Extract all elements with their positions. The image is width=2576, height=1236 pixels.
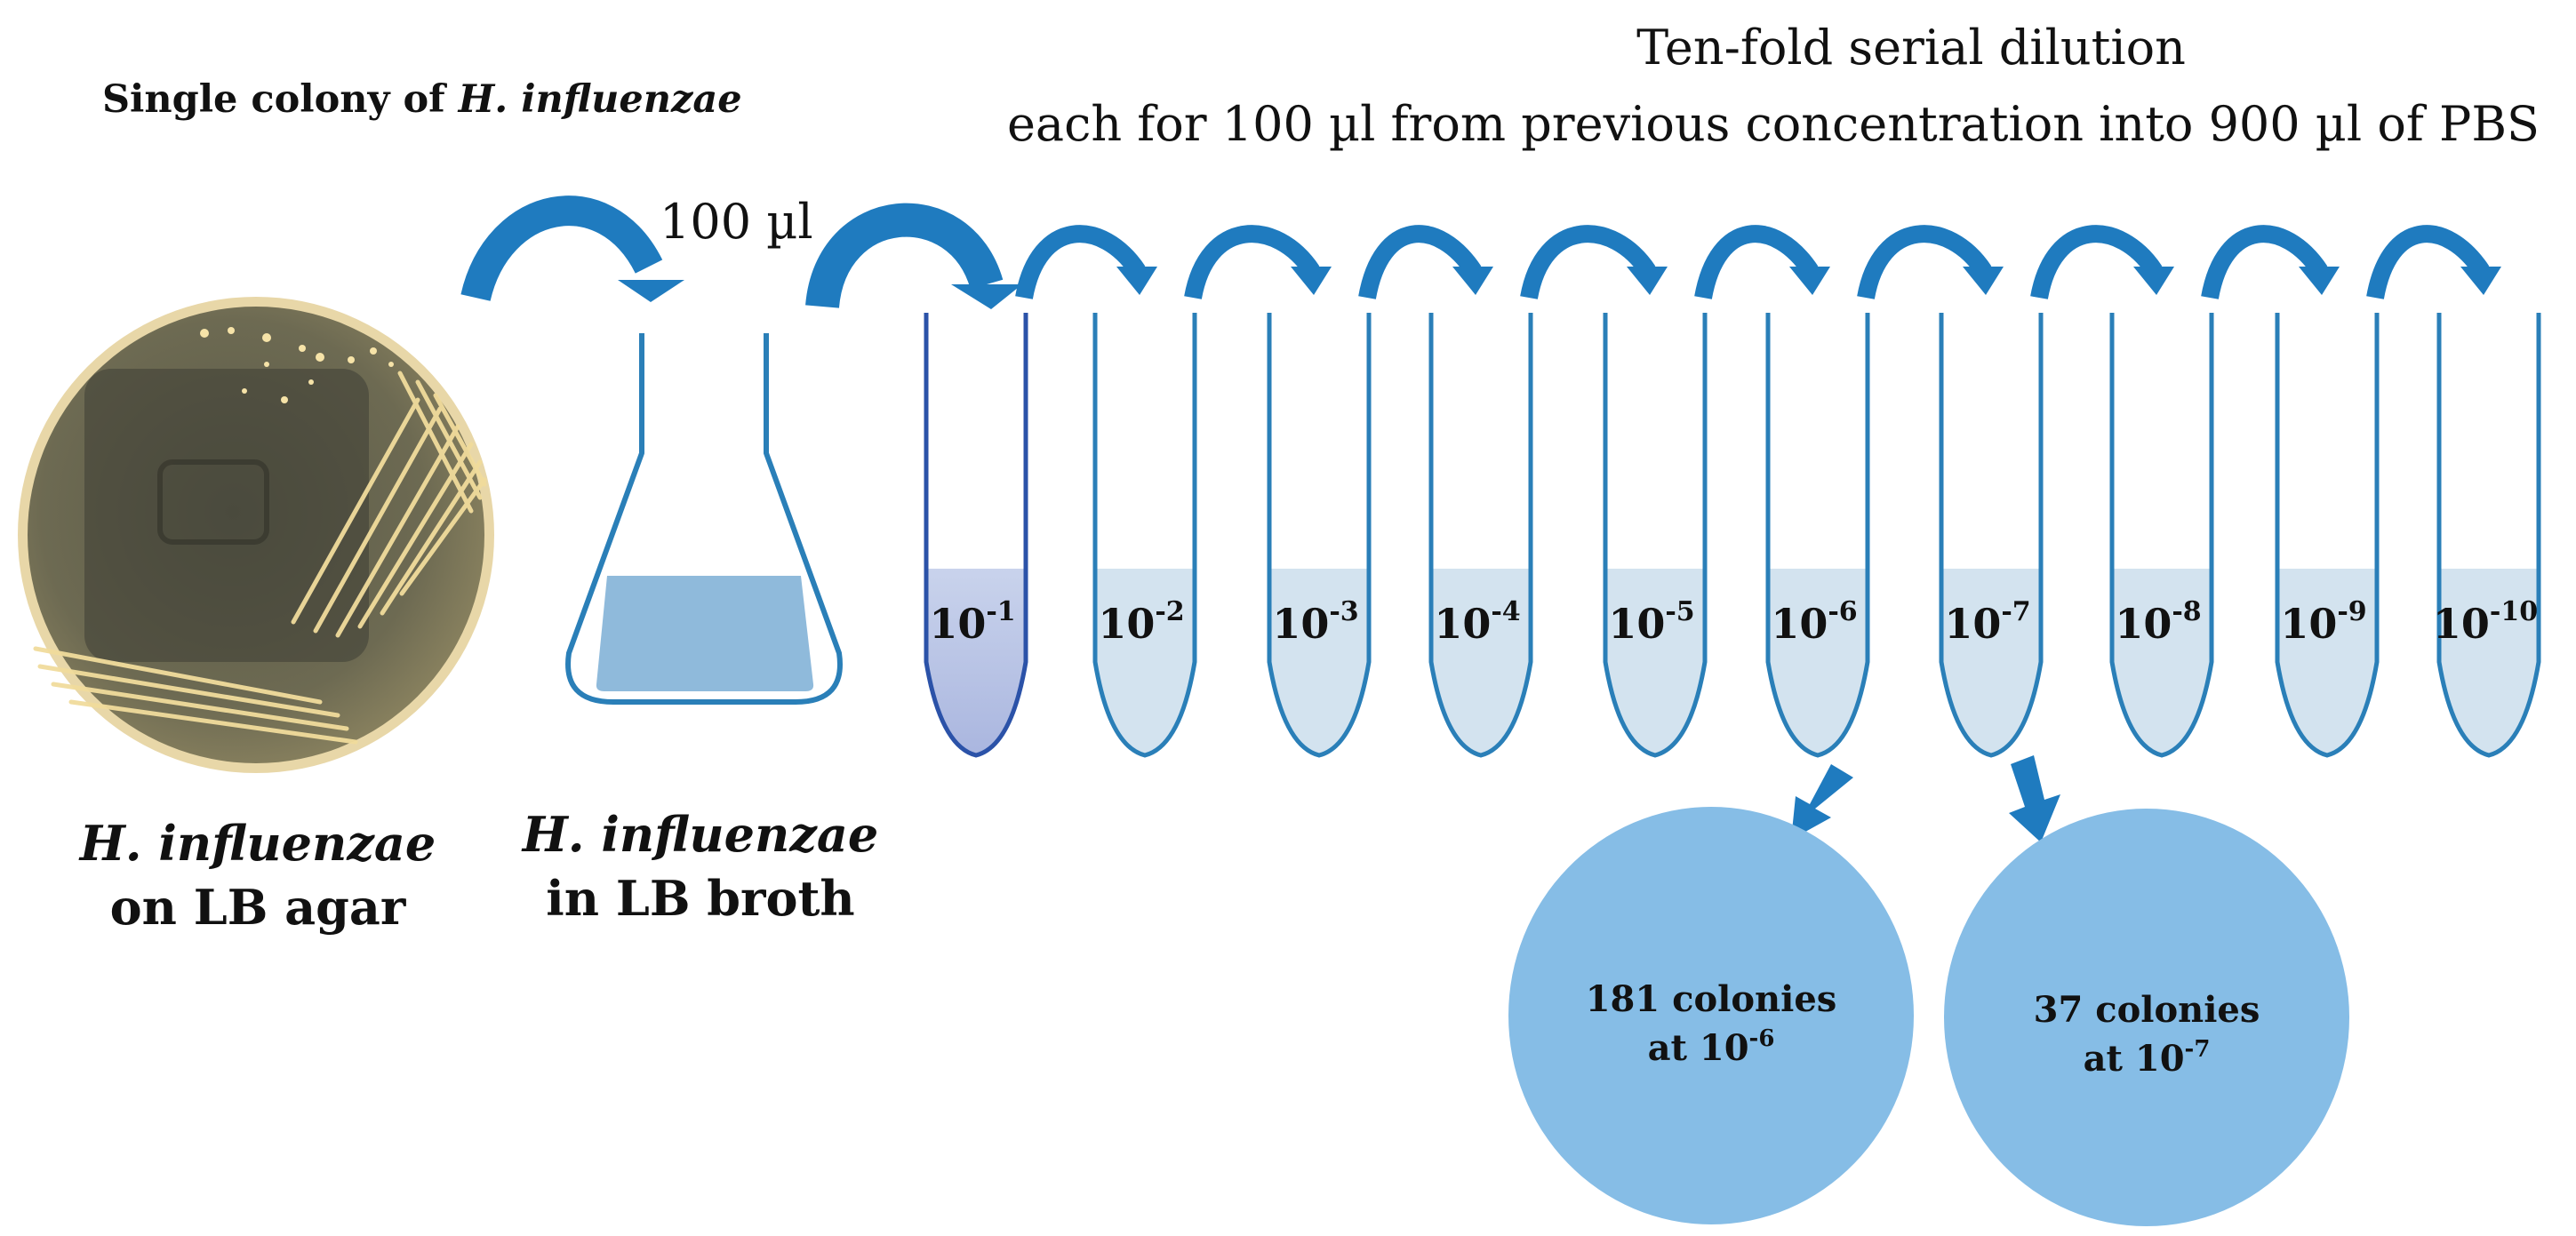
result-plate-2: 37 colonies at 10-7 [1944,809,2349,1226]
tube-liquid [926,569,1026,755]
transfer-volume-label: 100 µl [660,194,813,250]
tube-dilution-label: 10-7 [1944,596,2030,648]
dilution-transfer-arrow [2030,225,2174,299]
tube-outline [924,313,1028,758]
result-plate-1: 181 colonies at 10-6 [1508,807,1914,1224]
dilution-tube: 10-2 [1092,313,1197,758]
dilution-transfer-arrow [1857,225,2004,300]
dilution-tube: 10-8 [2109,313,2214,758]
result-2-count: 37 colonies [2034,989,2260,1031]
tube-dilution-label: 10-8 [2115,596,2201,648]
tube-dilution-label: 10-4 [1434,596,1520,648]
tube-outline [2109,313,2214,758]
tube-dilution-label: 10-5 [1608,596,1694,648]
colony-dots [200,327,394,403]
tube-outline [2275,313,2380,758]
tube-liquid [2277,569,2377,755]
colony-streaks [33,371,487,745]
tube-outline [1939,313,2044,758]
tube-liquid [1269,569,1369,755]
tube-dilution-label: 10-9 [2280,596,2366,648]
plate-label-medium: on LB agar [110,879,406,936]
tube-dilution-label: 10-10 [2433,596,2538,648]
tube-liquid [1605,569,1705,755]
dilution-transfer-arrow [1694,225,1830,299]
culture-flask [565,333,843,705]
tube-outline [1765,313,1870,758]
result-arrow-1 [1791,764,1853,840]
plate-label-shadow [84,369,369,662]
tube-outline [2436,313,2541,758]
tube-liquid [2112,569,2212,755]
tube-liquid [1768,569,1868,755]
dilution-transfer-arrow [1015,225,1157,299]
flask-label-species: H. influenzae [521,806,879,863]
dilution-transfer-arrow [1358,225,1493,299]
dilution-transfer-arrow [1520,225,1668,300]
source-caption: Single colony of H. influenzae [102,77,742,122]
tube-outline [1603,313,1708,758]
tube-dilution-label: 10-2 [1098,596,1184,648]
tube-liquid [2439,569,2539,755]
tube-dilution-label: 10-3 [1272,596,1358,648]
dilution-tube: 10-9 [2275,313,2380,758]
dilution-tube: 10-7 [1939,313,2044,758]
dilution-transfer-arrow [1184,225,1332,300]
transfer-arrow-to-first-tube [805,203,1022,309]
agar-plate [18,297,494,773]
dilution-tube: 10-6 [1765,313,1870,758]
transfer-arrow-to-flask [460,195,684,302]
header-title-line1: Ten-fold serial dilution [1636,20,2186,76]
tube-outline [1267,313,1372,758]
dilution-transfer-arrow [2201,225,2340,299]
tube-dilution-label: 10-6 [1771,596,1857,648]
dilution-tube: 10-4 [1428,313,1533,758]
plate-label-species: H. influenzae [78,815,436,872]
header-title-line2: each for 100 µl from previous concentrat… [1007,96,2540,152]
tube-outline [1092,313,1197,758]
result-1-count: 181 colonies [1586,978,1837,1020]
dilution-transfer-arrow [2366,225,2501,299]
dilution-tube: 10-1 [924,313,1028,758]
tube-liquid [1431,569,1531,755]
dilution-tube: 10-10 [2433,313,2541,758]
dilution-tube: 10-5 [1603,313,1708,758]
tube-dilution-label: 10-1 [929,596,1015,648]
result-2-dilution: at 10-7 [2084,1036,2211,1080]
flask-label-medium: in LB broth [546,870,854,927]
tube-outline [1428,313,1533,758]
dilution-tube: 10-3 [1267,313,1372,758]
result-1-dilution: at 10-6 [1648,1025,1775,1069]
tube-liquid [1941,569,2041,755]
dilution-tubes: 10-1 10-2 10-3 10-4 10-5 10-6 10-7 10-8 10-9 10-1… [924,225,2541,758]
result-arrow-2 [2009,755,2060,842]
tube-liquid [1095,569,1195,755]
